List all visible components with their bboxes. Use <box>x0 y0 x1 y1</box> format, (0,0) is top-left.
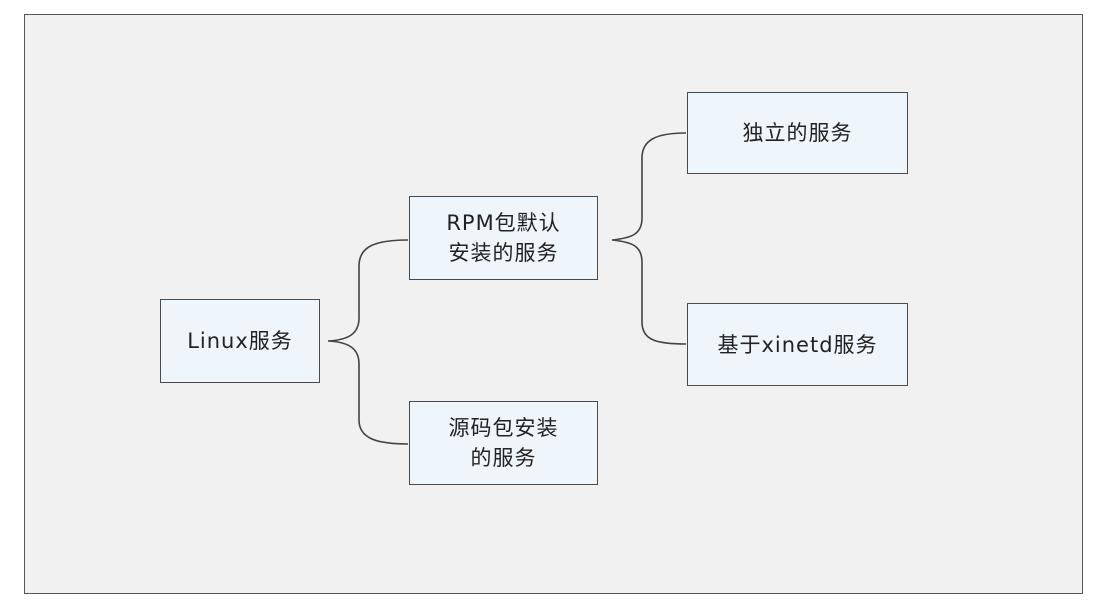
node-standalone-services: 独立的服务 <box>687 92 908 174</box>
node-rpm-default-services: RPM包默认 安装的服务 <box>409 196 598 280</box>
node-linux-services: Linux服务 <box>160 299 320 383</box>
node-source-package-services: 源码包安装 的服务 <box>409 401 598 485</box>
node-xinetd-services: 基于xinetd服务 <box>687 303 908 386</box>
